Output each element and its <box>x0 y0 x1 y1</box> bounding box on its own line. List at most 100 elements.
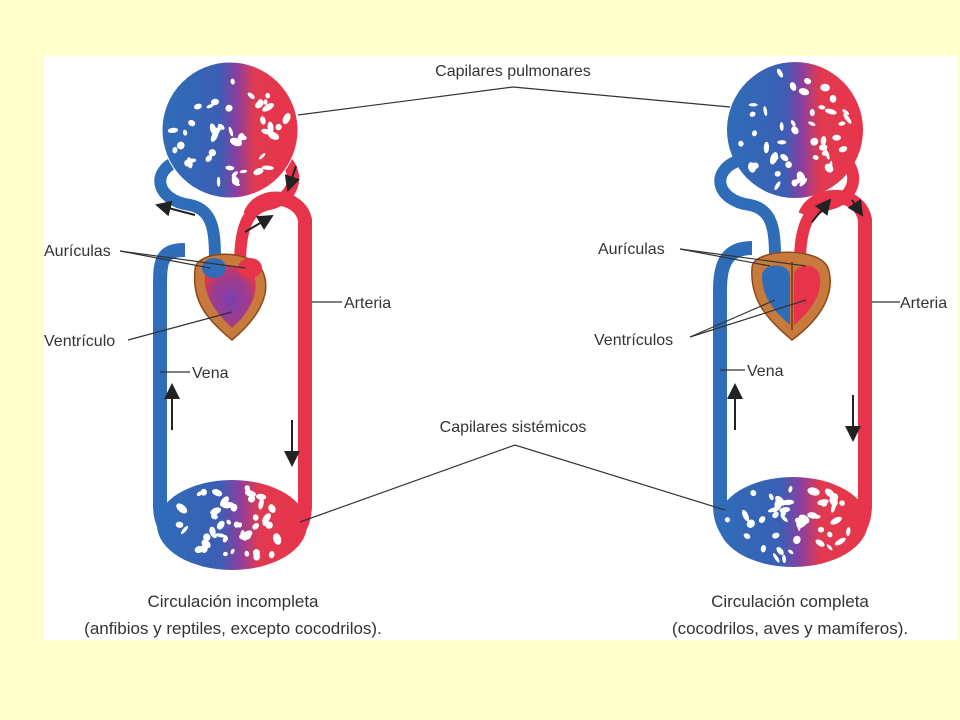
right-ventricles-leader-1 <box>689 299 776 338</box>
capillary-hole <box>774 498 782 510</box>
capillary-hole <box>746 519 755 528</box>
left-atria-leader-2 <box>119 250 246 269</box>
capillary-hole <box>793 177 803 185</box>
capillary-hole <box>206 104 214 109</box>
capillary-hole <box>788 485 793 493</box>
capillary-hole <box>782 554 787 564</box>
right-caption-title: Circulación completa <box>711 592 869 611</box>
capillary-hole <box>779 122 784 131</box>
capillary-hole <box>774 181 781 190</box>
capillary-hole <box>210 130 219 142</box>
left-atria-leader-1 <box>119 250 211 269</box>
capillary-hole <box>790 120 796 127</box>
capillary-hole <box>225 165 235 171</box>
capillary-hole <box>247 495 256 503</box>
capillary-hole <box>258 153 266 160</box>
left-caption-title: Circulación incompleta <box>147 592 319 611</box>
capillary-hole <box>231 171 238 177</box>
capillary-hole <box>230 548 235 555</box>
capillary-hole <box>211 489 223 497</box>
capillary-hole <box>172 146 178 154</box>
capillary-hole <box>830 516 842 525</box>
capillary-hole <box>268 551 275 559</box>
right-pulmonary-vein <box>714 154 781 263</box>
capillary-hole <box>780 153 789 162</box>
capillary-hole <box>807 487 820 496</box>
capillary-hole <box>793 535 801 545</box>
capillary-hole <box>260 116 266 125</box>
capillary-hole <box>819 144 828 151</box>
left-ventricle-leader <box>127 311 233 341</box>
left-pulmonary-vein <box>154 154 221 266</box>
left-heart <box>193 253 267 341</box>
capillary-hole <box>758 516 766 523</box>
right-ventricles-label: Ventrículos <box>594 332 673 349</box>
capillary-hole <box>818 105 826 110</box>
capillary-hole <box>244 550 250 557</box>
capillary-hole <box>255 493 267 500</box>
capillary-hole <box>769 152 778 165</box>
capillary-hole <box>751 162 759 169</box>
capillary-hole <box>796 521 803 529</box>
capillary-hole <box>798 88 810 96</box>
capillary-hole <box>222 536 228 543</box>
capillary-hole <box>239 533 251 540</box>
right-heart <box>751 251 831 341</box>
capillary-hole <box>193 103 202 110</box>
capillary-hole <box>215 533 226 538</box>
capillary-hole <box>211 513 218 520</box>
capillary-hole <box>180 525 189 535</box>
capillary-hole <box>267 121 274 134</box>
pulmonary-capillaries-leader <box>297 86 731 116</box>
capillary-hole <box>751 130 758 137</box>
left-flow-arrow-return <box>284 165 301 192</box>
right-atria-leader-2 <box>679 248 807 267</box>
capillary-hole <box>838 146 848 153</box>
capillary-hole <box>275 123 282 131</box>
right-flow-arrow-pulm <box>811 198 832 223</box>
capillary-hole <box>188 119 196 127</box>
capillary-hole <box>240 135 247 141</box>
capillary-hole <box>221 502 235 509</box>
capillary-hole <box>208 149 216 157</box>
capillary-hole <box>261 165 274 171</box>
left-circulation-diagram: Aurículas Ventrículo Arteria Vena Circul… <box>44 61 391 638</box>
capillary-hole <box>772 553 780 563</box>
capillary-hole <box>817 499 829 506</box>
capillary-hole <box>252 522 260 530</box>
capillary-hole <box>230 78 235 85</box>
capillary-hole <box>265 93 271 99</box>
capillary-hole <box>820 83 830 92</box>
capillary-hole <box>776 68 784 78</box>
right-vein-label: Vena <box>747 363 784 380</box>
capillary-hole <box>247 92 255 100</box>
systemic-capillaries-label: Capilares sistémicos <box>440 419 587 436</box>
capillary-hole <box>268 504 276 513</box>
capillary-hole <box>760 545 767 553</box>
capillary-hole <box>827 531 833 538</box>
capillary-hole <box>200 488 208 496</box>
capillary-hole <box>749 111 756 117</box>
capillary-hole <box>824 108 837 115</box>
capillary-hole <box>748 103 758 107</box>
capillary-hole <box>846 527 851 537</box>
right-flow-arrow-return <box>847 198 864 217</box>
capillary-hole <box>789 82 797 91</box>
capillary-hole <box>724 517 731 523</box>
capillary-hole <box>842 109 850 115</box>
capillary-hole <box>804 78 812 85</box>
capillary-hole <box>233 521 240 528</box>
capillary-hole <box>228 126 234 137</box>
capillary-hole <box>184 160 190 167</box>
capillary-hole <box>831 501 837 513</box>
capillary-hole <box>788 549 794 555</box>
capillary-hole <box>282 113 291 125</box>
capillary-hole <box>785 161 792 169</box>
shared-annotations: Capilares pulmonares Capilares sistémico… <box>297 63 731 523</box>
capillary-hole <box>810 138 816 146</box>
capillary-hole <box>216 520 225 530</box>
capillary-hole <box>834 537 846 546</box>
left-flow-arrow-pulm <box>244 214 274 233</box>
capillary-hole <box>182 129 188 136</box>
